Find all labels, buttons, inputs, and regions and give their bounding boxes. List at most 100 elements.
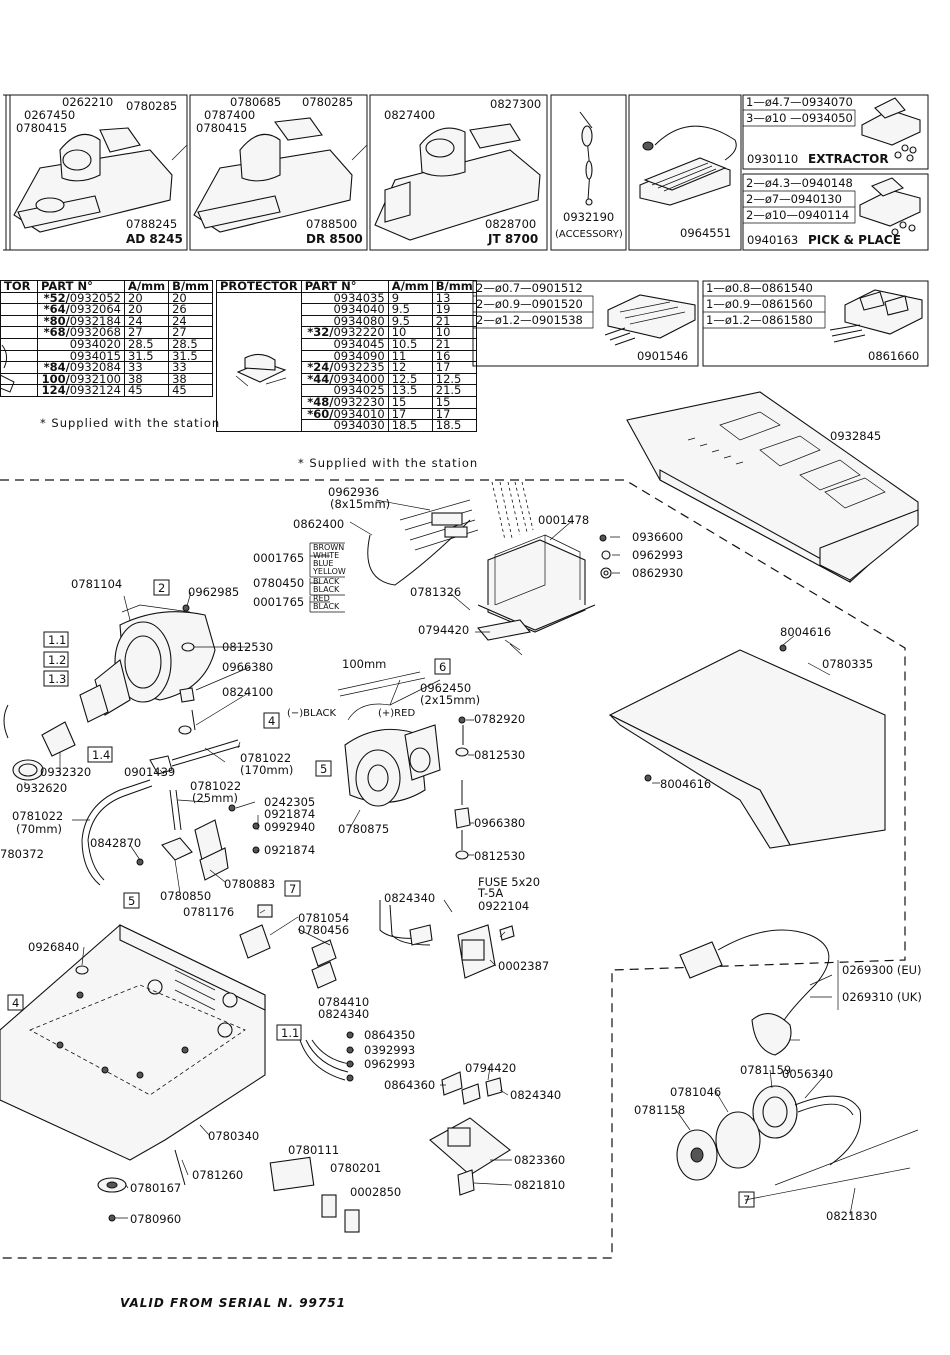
label-l0781158: 0781158 [634, 1103, 685, 1117]
label-l0842870: 0842870 [90, 836, 141, 850]
label-w-red: RED [313, 594, 330, 603]
wire-harness [367, 499, 479, 586]
kit-b-drawing [829, 289, 923, 343]
label-l0001478: 0001478 [538, 513, 589, 527]
label-l0932845: 0932845 [830, 429, 881, 443]
label-0780285b: 0780285 [302, 95, 353, 109]
part-number-cell: *24/0932235 [300, 361, 389, 374]
label-l0862400: 0862400 [293, 517, 344, 531]
kit-a-line-2: 2—ø0.9—0901520 [476, 297, 583, 311]
label-l0392993: 0392993 [364, 1043, 415, 1057]
tip-image-cell [0, 337, 38, 351]
part-number-cell: *32/0932220 [300, 326, 389, 339]
reference-boxes: 1.1 1.2 1.3 1.4 2 4 4 5 5 6 7 7 1.1 [7, 579, 755, 1208]
label-0788245: 0788245 [126, 217, 177, 231]
ref-7b: 7 [743, 1193, 750, 1207]
stickers [269, 1156, 360, 1233]
label-l0794420a: 0794420 [418, 623, 469, 637]
label-l170: (170mm) [240, 763, 293, 777]
part-number-cell: 0934030 [300, 419, 389, 432]
label-0930110: 0930110 [747, 152, 798, 166]
label-l0812530a: 0812530 [222, 640, 273, 654]
protector-image-cell [216, 291, 302, 432]
label-l0821830: 0821830 [826, 1209, 877, 1223]
label-l0781260: 0781260 [192, 1168, 243, 1182]
heater-washers [178, 642, 196, 735]
transformer-fasteners [599, 534, 612, 579]
heater-0781104 [79, 604, 216, 723]
label-l0780167: 0780167 [130, 1181, 181, 1195]
kit-a-drawing [604, 294, 696, 346]
label-l0962993b: 0962993 [364, 1057, 415, 1071]
label-l0780111: 0780111 [288, 1143, 339, 1157]
label-l0824340c: 0824340 [510, 1088, 561, 1102]
label-l0780883: 0780883 [224, 877, 275, 891]
fuse-holder-0002387 [379, 900, 515, 979]
label-l8x15: (8x15mm) [330, 497, 390, 511]
label-l0932320: 0932320 [40, 765, 91, 779]
label-l0812530c: 0812530 [474, 849, 525, 863]
label-l70: (70mm) [16, 822, 62, 836]
ref-1-2: 1.2 [48, 653, 66, 667]
label-l0922104: 0922104 [478, 899, 529, 913]
label-0788500: 0788500 [306, 217, 357, 231]
ref-1-1b: 1.1 [281, 1026, 299, 1040]
kit-b-line-2: 1—ø0.9—0861560 [706, 297, 813, 311]
label-l0781176: 0781176 [183, 905, 234, 919]
label-l0780340: 0780340 [208, 1129, 259, 1143]
label-l0824340a: 0824340 [384, 891, 435, 905]
part-number-cell: *64/0932064 [37, 303, 125, 316]
base-chassis-0780340 [0, 924, 266, 1161]
label-l0962450: 0962450 [420, 681, 471, 695]
ref-1-3: 1.3 [48, 672, 66, 686]
label-lpos: (+)RED [378, 708, 415, 719]
tip-image-cell [0, 291, 38, 305]
label-l0780960: 0780960 [130, 1212, 181, 1226]
station-name-dr8500: DR 8500 [306, 232, 363, 246]
label-l0962936: 0962936 [328, 485, 379, 499]
label-l0926840: 0926840 [28, 940, 79, 954]
label-l0242305: 0242305 [264, 795, 315, 809]
kit-b-panel [702, 280, 929, 367]
label-l8004616a: 8004616 [780, 625, 831, 639]
label-l0780456: 0780456 [298, 923, 349, 937]
part-number-cell: 124/0932124 [37, 384, 125, 397]
label-0780685: 0780685 [230, 95, 281, 109]
label-l0782920: 0782920 [474, 712, 525, 726]
tip-image-cell [0, 314, 38, 328]
label-w-black3: BLACK [313, 602, 340, 611]
label-l0001765b: 0001765 [253, 595, 304, 609]
label-l0784410: 0784410 [318, 995, 369, 1009]
pick-place-line-3: 2—ø10—0940114 [746, 208, 849, 222]
label-l0780850: 0780850 [160, 889, 211, 903]
tip-image-cell [0, 384, 38, 397]
ref-4a: 4 [268, 714, 275, 728]
pump-motor-0780875 [337, 671, 441, 807]
label-l0794420b: 0794420 [465, 1061, 516, 1075]
label-l0781054: 0781054 [298, 911, 349, 925]
station-panels [3, 94, 929, 251]
label-lneg: (−)BLACK [287, 708, 336, 719]
label-l0780335: 0780335 [822, 657, 873, 671]
front-panel-0932845 [626, 391, 919, 583]
dim-b-cell: 38 [168, 372, 214, 386]
label-0: PROTECTOR [216, 280, 302, 293]
nozzle-parts [3, 704, 76, 781]
label-l0823360: 0823360 [514, 1153, 565, 1167]
power-cord [679, 929, 830, 1056]
label-0964551: 0964551 [680, 226, 731, 240]
wire-set-0784410 [299, 1031, 354, 1082]
pick-place-name: PICK & PLACE [808, 233, 901, 247]
label-l0056340: 0056340 [782, 1067, 833, 1081]
label-l0781022b: 0781022 [190, 779, 241, 793]
label-0827300: 0827300 [490, 97, 541, 111]
label-w-yellow: YELLOW [312, 567, 346, 576]
label-w-blue: BLUE [313, 559, 333, 568]
label-l0962993a: 0962993 [632, 548, 683, 562]
